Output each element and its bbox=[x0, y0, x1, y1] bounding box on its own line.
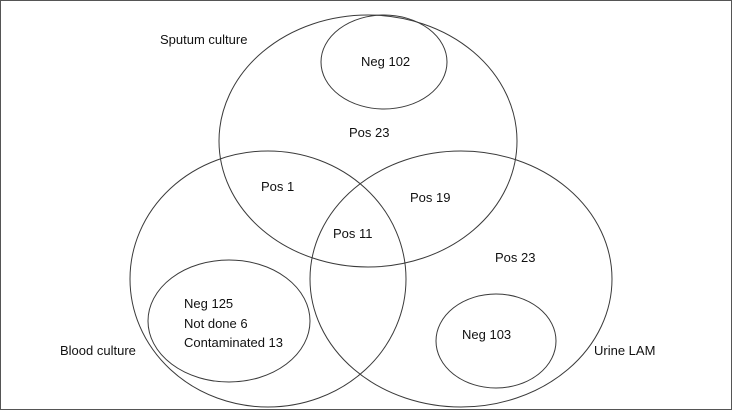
urine-only-positive-count: Pos 23 bbox=[495, 250, 535, 265]
sputum-culture-label: Sputum culture bbox=[160, 32, 247, 47]
blood-contaminated-count: Contaminated 13 bbox=[184, 335, 283, 350]
sputum-negative-ellipse bbox=[320, 14, 448, 110]
blood-negative-count: Neg 125 bbox=[184, 296, 233, 311]
urine-lam-label: Urine LAM bbox=[594, 343, 655, 358]
sputum-culture-circle bbox=[218, 14, 518, 268]
urine-negative-count: Neg 103 bbox=[462, 327, 511, 342]
blood-not-done-count: Not done 6 bbox=[184, 316, 248, 331]
urine-lam-circle bbox=[309, 150, 613, 408]
sputum-blood-positive-count: Pos 1 bbox=[261, 179, 294, 194]
sputum-negative-count: Neg 102 bbox=[361, 54, 410, 69]
blood-culture-circle bbox=[129, 150, 407, 408]
all-three-positive-count: Pos 11 bbox=[333, 226, 373, 241]
blood-negative-ellipse bbox=[147, 259, 311, 383]
urine-negative-ellipse bbox=[435, 293, 557, 389]
sputum-only-positive-count: Pos 23 bbox=[349, 125, 389, 140]
sputum-urine-positive-count: Pos 19 bbox=[410, 190, 450, 205]
blood-culture-label: Blood culture bbox=[60, 343, 136, 358]
